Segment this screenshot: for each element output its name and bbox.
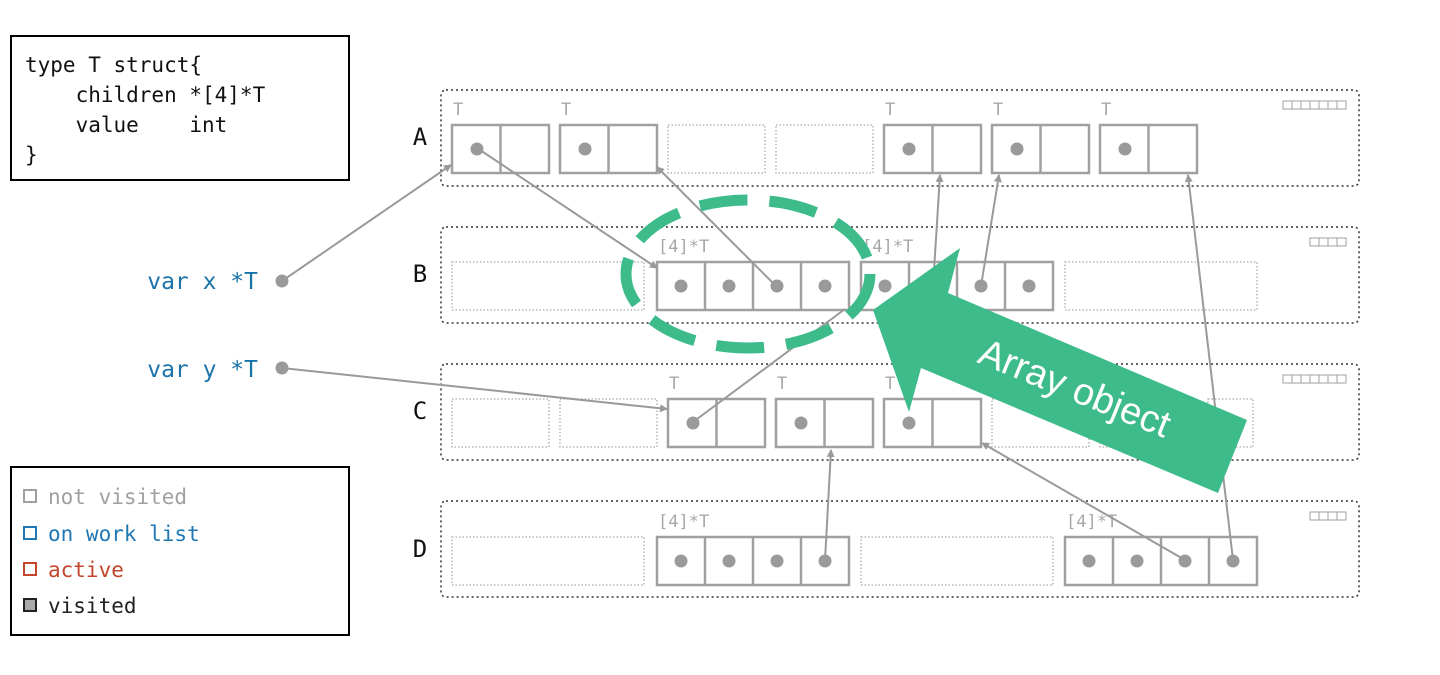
pointer-dot xyxy=(794,416,808,430)
pointer-arrow xyxy=(981,442,1186,561)
active-swatch xyxy=(23,562,37,576)
legend-item-not-visited: not visited xyxy=(23,485,187,509)
free-slot xyxy=(860,536,1054,586)
pointer-dot xyxy=(674,279,688,293)
pointer-arrow xyxy=(281,367,668,413)
object-type-label: [4]*T xyxy=(658,512,709,532)
legend-box: not visited on work list active visited xyxy=(10,466,350,636)
pointer-dot xyxy=(1082,554,1096,568)
heap-object-t xyxy=(666,397,767,449)
legend-label: visited xyxy=(48,594,137,618)
span-c: C T T T xyxy=(413,363,1360,461)
pointer-dot xyxy=(1118,142,1132,156)
free-slot xyxy=(451,398,550,448)
legend-item-on-work-list: on work list xyxy=(23,522,200,546)
object-type-label: T xyxy=(777,374,787,394)
pointer-dot xyxy=(902,416,916,430)
pointer-dot xyxy=(722,279,736,293)
object-type-label: T xyxy=(561,100,571,120)
span-bitmap xyxy=(1282,100,1347,110)
pointer-dot xyxy=(818,279,832,293)
legend-label: not visited xyxy=(48,485,187,509)
free-slot xyxy=(667,124,766,174)
heap-object-t xyxy=(558,123,659,175)
span-b: B [4]*T [4]*T xyxy=(413,226,1360,324)
heap-object-t xyxy=(450,123,551,175)
object-type-label: [4]*T xyxy=(1066,512,1117,532)
code-line: } xyxy=(25,143,38,167)
pointer-dot xyxy=(722,554,736,568)
pointer-arrow xyxy=(476,147,658,269)
pointer-dot xyxy=(878,279,892,293)
code-line: children *[4]*T xyxy=(25,83,266,107)
on-work-list-swatch xyxy=(23,526,37,540)
span-bitmap xyxy=(1309,237,1347,247)
free-slot xyxy=(1064,261,1258,311)
object-type-label: [4]*T xyxy=(862,237,913,257)
pointer-dot xyxy=(1226,554,1240,568)
object-type-label: T xyxy=(885,374,895,394)
span-bitmap xyxy=(1309,511,1347,521)
free-slot xyxy=(559,398,658,448)
object-type-label: T xyxy=(993,100,1003,120)
object-type-label: T xyxy=(1101,100,1111,120)
var-x: var x *T xyxy=(147,269,289,295)
heap-object-array xyxy=(655,535,851,587)
pointer-arrow xyxy=(980,174,1002,287)
free-slot xyxy=(775,124,874,174)
span-a: A T T T T T xyxy=(413,89,1360,187)
array-object-highlight-ellipse xyxy=(620,194,876,354)
pointer-dot xyxy=(1010,142,1024,156)
span-d: D [4]*T [4]*T xyxy=(413,500,1360,598)
legend-item-visited: visited xyxy=(23,594,137,618)
free-slot xyxy=(451,536,645,586)
bitmap-frame xyxy=(1282,100,1347,110)
heap-object-t xyxy=(1098,123,1199,175)
heap-object-t xyxy=(882,397,983,449)
callout-arrow-shape xyxy=(873,248,1247,493)
span-label: D xyxy=(413,535,427,563)
object-type-label: T xyxy=(669,374,679,394)
pointer-dot xyxy=(1130,554,1144,568)
free-slot xyxy=(451,261,645,311)
code-line: value int xyxy=(25,113,227,137)
legend-label: on work list xyxy=(48,522,200,546)
pointer-dot xyxy=(902,142,916,156)
heap-object-array xyxy=(1063,535,1259,587)
span-label: A xyxy=(413,123,428,151)
span-bitmap xyxy=(1282,374,1347,384)
legend-label: active xyxy=(48,558,124,582)
pointer-arrow xyxy=(692,308,846,423)
pointer-arrow xyxy=(824,449,835,561)
object-type-label: T xyxy=(453,100,463,120)
object-type-label: T xyxy=(885,100,895,120)
pointer-dot xyxy=(1022,279,1036,293)
pointer-dot xyxy=(818,554,832,568)
var-y: var y *T xyxy=(147,357,289,383)
pointer-dot xyxy=(770,554,784,568)
pointer-arrow xyxy=(1184,174,1234,561)
bitmap-frame xyxy=(1282,374,1347,384)
spans-layer: A T T T T T B [4]*T [4]*T C T T T D [4]*T [4]*T xyxy=(413,89,1360,598)
pointer-arrow xyxy=(281,164,452,282)
code-line: type T struct{ xyxy=(25,53,202,77)
var-y-label: var y *T xyxy=(147,357,258,383)
pointer-dot xyxy=(674,554,688,568)
span-label: C xyxy=(413,397,427,425)
var-x-label: var x *T xyxy=(147,269,258,295)
object-type-label: [4]*T xyxy=(658,237,709,257)
heap-object-array xyxy=(655,260,851,312)
code-box: type T struct{ children *[4]*T value int… xyxy=(10,35,350,181)
pointers-layer xyxy=(281,147,1234,561)
not-visited-swatch xyxy=(23,489,37,503)
visited-swatch xyxy=(23,598,37,612)
pointer-arrow xyxy=(656,166,777,287)
pointer-dot xyxy=(578,142,592,156)
heap-object-t xyxy=(990,123,1091,175)
heap-object-t xyxy=(774,397,875,449)
span-label: B xyxy=(413,260,427,288)
heap-object-t xyxy=(882,123,983,175)
legend-item-active: active xyxy=(23,558,124,582)
